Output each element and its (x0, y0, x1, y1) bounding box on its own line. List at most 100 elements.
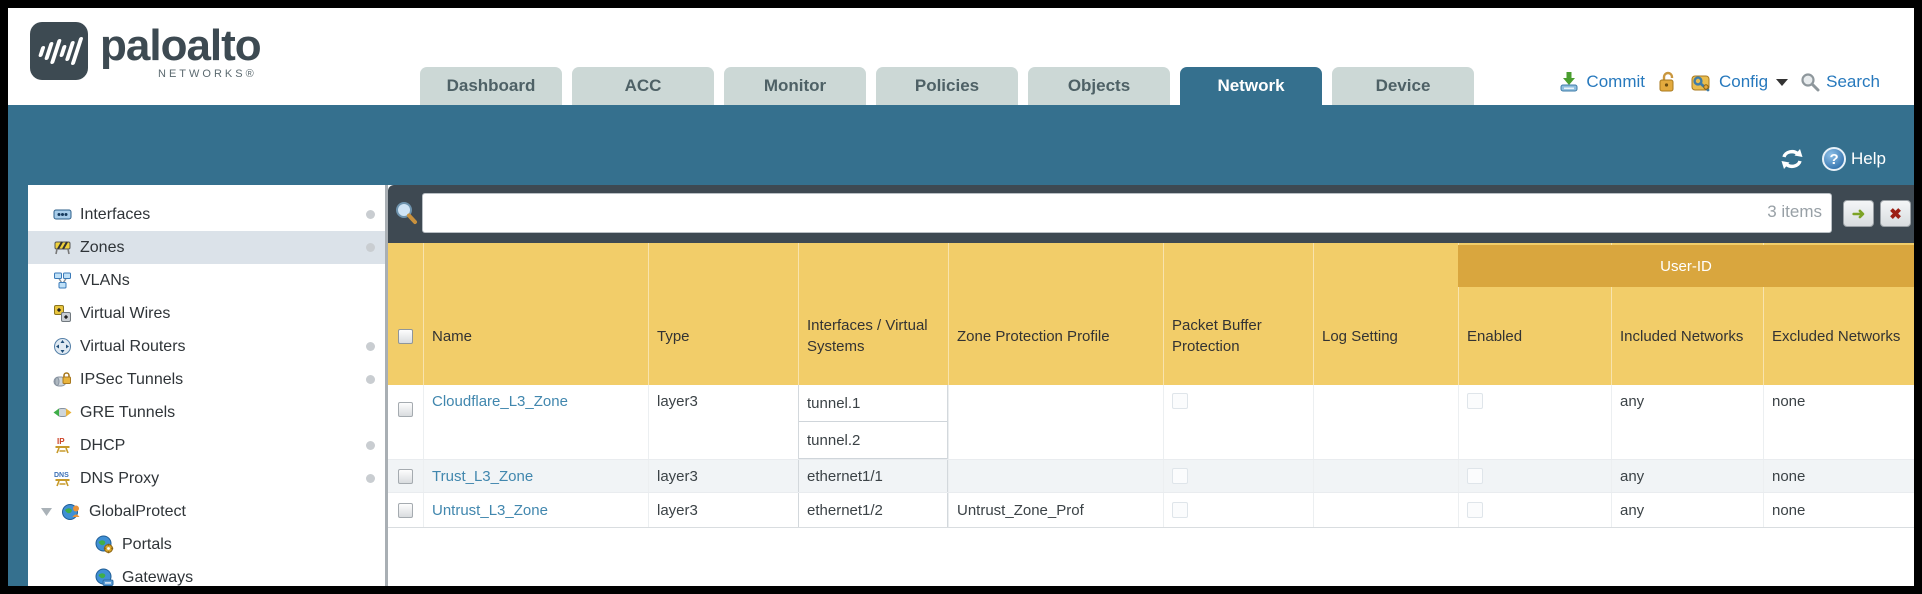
sidebar-item-label: DHCP (80, 436, 126, 454)
interface-item: tunnel.2 (799, 422, 947, 459)
sidebar-item-label: GlobalProtect (89, 502, 186, 520)
column-label: Included Networks (1620, 327, 1744, 345)
header-actions: Commit Config (1558, 71, 1880, 93)
main-nav-tabs: Dashboard ACC Monitor Policies Objects N… (420, 67, 1474, 105)
included-networks: any (1620, 467, 1645, 485)
row-checkbox[interactable] (398, 468, 413, 484)
sidebar-item-virtual-wires[interactable]: Virtual Wires (28, 297, 385, 330)
zones-panel: 3 items ➜ ✖ Name Type Interfaces / Virtu… (388, 185, 1914, 586)
lock-icon[interactable] (1657, 71, 1677, 93)
included-networks: any (1620, 501, 1645, 519)
sidebar-item-gateways[interactable]: Gateways (28, 561, 385, 586)
row-checkbox[interactable] (398, 502, 413, 518)
tab-acc[interactable]: ACC (572, 67, 714, 105)
tab-monitor[interactable]: Monitor (724, 67, 866, 105)
sidebar-item-label: Gateways (122, 568, 194, 586)
status-dot (366, 243, 375, 252)
sidebar-item-dns-proxy[interactable]: DNS DNS Proxy (28, 462, 385, 495)
column-header-excluded-networks[interactable]: Excluded Networks (1763, 243, 1914, 385)
dns-proxy-icon: DNS (54, 472, 70, 487)
tab-policies[interactable]: Policies (876, 67, 1018, 105)
group-header-label: User-ID (1660, 257, 1712, 275)
packet-buffer-checkbox (1172, 393, 1188, 409)
help-button[interactable]: ? Help (1822, 147, 1886, 171)
tab-dashboard[interactable]: Dashboard (420, 67, 562, 105)
config-label: Config (1718, 72, 1769, 91)
zone-protection-profile: Untrust_Zone_Prof (957, 501, 1084, 519)
sidebar-item-portals[interactable]: Portals (28, 528, 385, 561)
column-header-name[interactable]: Name (423, 243, 648, 385)
userid-enabled-checkbox (1467, 393, 1483, 409)
tab-device[interactable]: Device (1332, 67, 1474, 105)
dhcp-icon: IP (55, 437, 70, 454)
sidebar-item-interfaces[interactable]: Interfaces (28, 198, 385, 231)
user-id-group-header: User-ID (1458, 245, 1914, 287)
column-label: Enabled (1467, 327, 1523, 345)
brand-name: paloalto (100, 21, 262, 70)
filter-input[interactable] (422, 193, 1832, 233)
refresh-icon[interactable] (1778, 147, 1806, 171)
select-all-checkbox[interactable] (398, 328, 413, 344)
zone-name-link[interactable]: Untrust_L3_Zone (432, 501, 548, 519)
column-header-included-networks[interactable]: Included Networks (1611, 243, 1763, 385)
virtual-routers-icon (54, 338, 71, 355)
tab-objects[interactable]: Objects (1028, 67, 1170, 105)
interface-item: tunnel.1 (799, 385, 947, 422)
filter-search-icon (396, 202, 417, 224)
tree-expand-icon[interactable] (40, 507, 53, 517)
top-header: paloalto NETWORKS® Dashboard ACC Monitor… (8, 8, 1914, 105)
sidebar-item-dhcp[interactable]: IP DHCP (28, 429, 385, 462)
status-dot (366, 375, 375, 384)
sidebar-item-label: DNS Proxy (80, 469, 160, 487)
search-button[interactable]: Search (1800, 72, 1880, 92)
context-band: ? Help (8, 105, 1914, 185)
column-header-enabled[interactable]: Enabled (1458, 243, 1611, 385)
column-header-type[interactable]: Type (648, 243, 798, 385)
column-header-zone-protection-profile[interactable]: Zone Protection Profile (948, 243, 1163, 385)
sidebar-item-ipsec-tunnels[interactable]: IPSec Tunnels (28, 363, 385, 396)
column-header-log-setting[interactable]: Log Setting (1313, 243, 1458, 385)
sidebar-item-virtual-routers[interactable]: Virtual Routers (28, 330, 385, 363)
filter-bar: 3 items ➜ ✖ (388, 185, 1914, 243)
brand-subname: NETWORKS® (158, 68, 257, 80)
apply-filter-button[interactable]: ➜ (1843, 200, 1874, 227)
tab-network[interactable]: Network (1180, 67, 1322, 105)
sidebar-item-label: IPSec Tunnels (80, 370, 184, 388)
zone-name-link[interactable]: Cloudflare_L3_Zone (432, 393, 568, 410)
sidebar-item-gre-tunnels[interactable]: GRE Tunnels (28, 396, 385, 429)
zone-name-link[interactable]: Trust_L3_Zone (432, 467, 534, 485)
row-checkbox[interactable] (398, 402, 413, 417)
clear-filter-button[interactable]: ✖ (1880, 200, 1911, 227)
commit-button[interactable]: Commit (1558, 71, 1645, 93)
excluded-networks: none (1772, 501, 1806, 519)
panel-divider[interactable] (385, 185, 388, 586)
content-area: Interfaces Zones (8, 185, 1914, 586)
left-margin-strip (8, 185, 28, 586)
interface-item: ethernet1/2 (807, 501, 883, 519)
svg-text:DNS: DNS (54, 472, 69, 479)
config-icon (1691, 75, 1710, 92)
commit-icon (1560, 72, 1578, 92)
column-label: Packet Buffer Protection (1172, 317, 1262, 355)
sidebar-item-label: Virtual Routers (80, 337, 186, 355)
help-label: Help (1851, 149, 1886, 168)
table-header: Name Type Interfaces / Virtual Systems Z… (388, 243, 1914, 385)
column-header-packet-buffer-protection[interactable]: Packet Buffer Protection (1163, 243, 1313, 385)
network-sidebar: Interfaces Zones (28, 185, 385, 586)
sidebar-item-globalprotect[interactable]: GlobalProtect (28, 495, 385, 528)
column-header-interfaces[interactable]: Interfaces / Virtual Systems (798, 243, 948, 385)
userid-enabled-checkbox (1467, 502, 1483, 518)
column-label: Excluded Networks (1772, 327, 1901, 345)
sidebar-item-zones[interactable]: Zones (28, 231, 385, 264)
packet-buffer-checkbox (1172, 468, 1188, 484)
table-row: Cloudflare_L3_Zone layer3 tunnel.1 tunne… (388, 385, 1914, 460)
included-networks: any (1620, 393, 1645, 410)
config-menu-button[interactable]: Config (1689, 71, 1789, 93)
vlans-icon (54, 272, 71, 289)
sidebar-item-label: Virtual Wires (80, 304, 171, 322)
chevron-down-icon (1776, 78, 1789, 86)
sidebar-item-vlans[interactable]: VLANs (28, 264, 385, 297)
search-label: Search (1826, 72, 1880, 91)
interface-item: ethernet1/1 (807, 467, 883, 485)
ipsec-tunnels-icon (53, 372, 71, 387)
